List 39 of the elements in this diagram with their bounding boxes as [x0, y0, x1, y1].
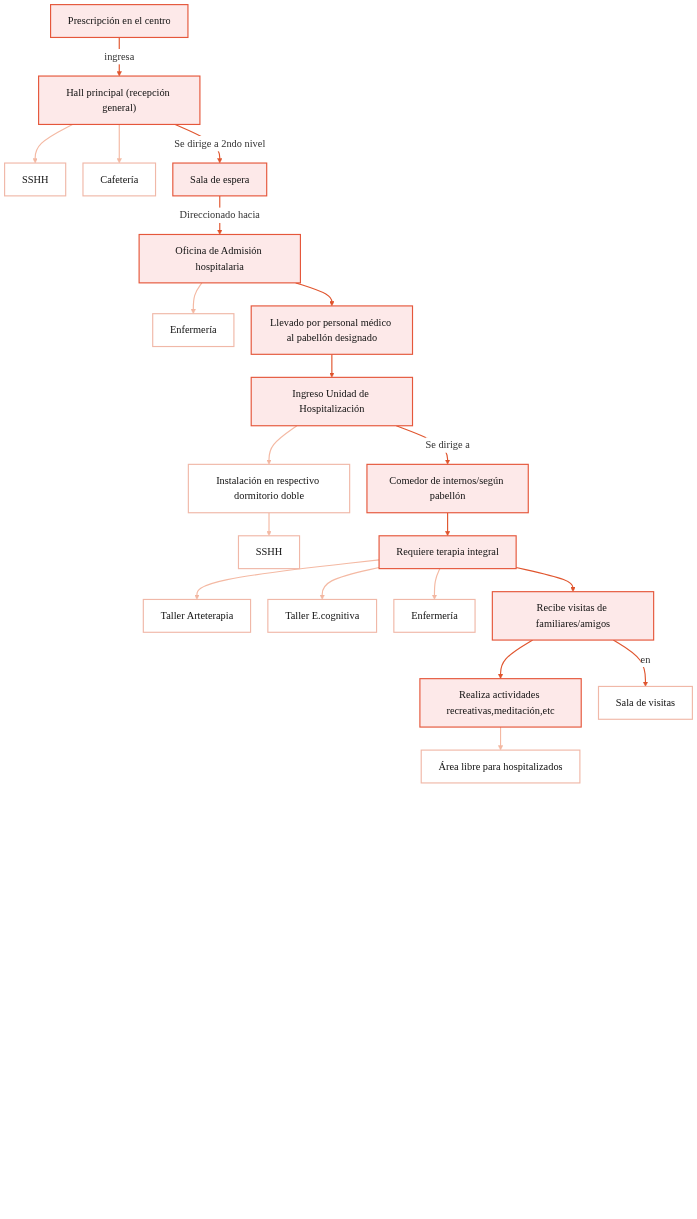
node-box: Realiza actividades recreativas,meditación,etc	[419, 678, 582, 728]
edge-label: Se dirige a	[425, 439, 470, 451]
node-box: Prescripción en el centro	[50, 4, 189, 39]
arrow	[498, 639, 534, 679]
arrow	[329, 353, 335, 378]
arrow	[319, 566, 380, 600]
arrow	[266, 425, 298, 465]
node-box: Llevado por personal médico al pabellón designado	[250, 305, 414, 355]
node-box: SSHH	[237, 535, 301, 570]
node-box: Sala de visitas	[597, 685, 693, 720]
arrow	[431, 568, 441, 600]
edge-label: en	[640, 653, 651, 665]
node-box: Requiere terapia integral	[378, 535, 517, 570]
edge-label: Direccionado hacia	[179, 209, 260, 221]
edge-label: ingresa	[104, 50, 135, 63]
node-box: Hall principal (recepción general)	[38, 75, 201, 125]
node-box: Taller Arteterapia	[142, 598, 252, 633]
node-box: Sala de espera	[172, 162, 268, 197]
node-box: Comedor de internos/según pabellón	[366, 463, 529, 514]
arrow	[612, 639, 648, 687]
arrow	[515, 566, 576, 592]
node-box: Cafetería	[82, 162, 157, 197]
node-box: Área libre para hospitalizados	[420, 749, 581, 784]
arrow	[445, 512, 451, 536]
node-box: SSHH	[4, 162, 67, 197]
node-box: Ingreso Unidad de Hospitalización	[250, 376, 414, 427]
node-box: Enfermería	[152, 313, 235, 348]
node-box: Taller E.cognitiva	[267, 598, 378, 633]
arrow	[32, 123, 74, 164]
node-box: Instalación en respectivo dormitorio doble	[187, 463, 351, 514]
node-box: Enfermería	[393, 598, 476, 633]
node-box: Recibe visitas de familiares/amigos	[491, 591, 655, 641]
arrow	[116, 123, 122, 164]
arrow	[194, 559, 380, 600]
arrow	[266, 512, 272, 536]
node-box: Oficina de Admisión hospitalaria	[138, 233, 301, 284]
edge-label: Se dirige a 2ndo nivel	[174, 137, 266, 150]
arrow	[190, 282, 203, 314]
arrow	[498, 726, 504, 751]
